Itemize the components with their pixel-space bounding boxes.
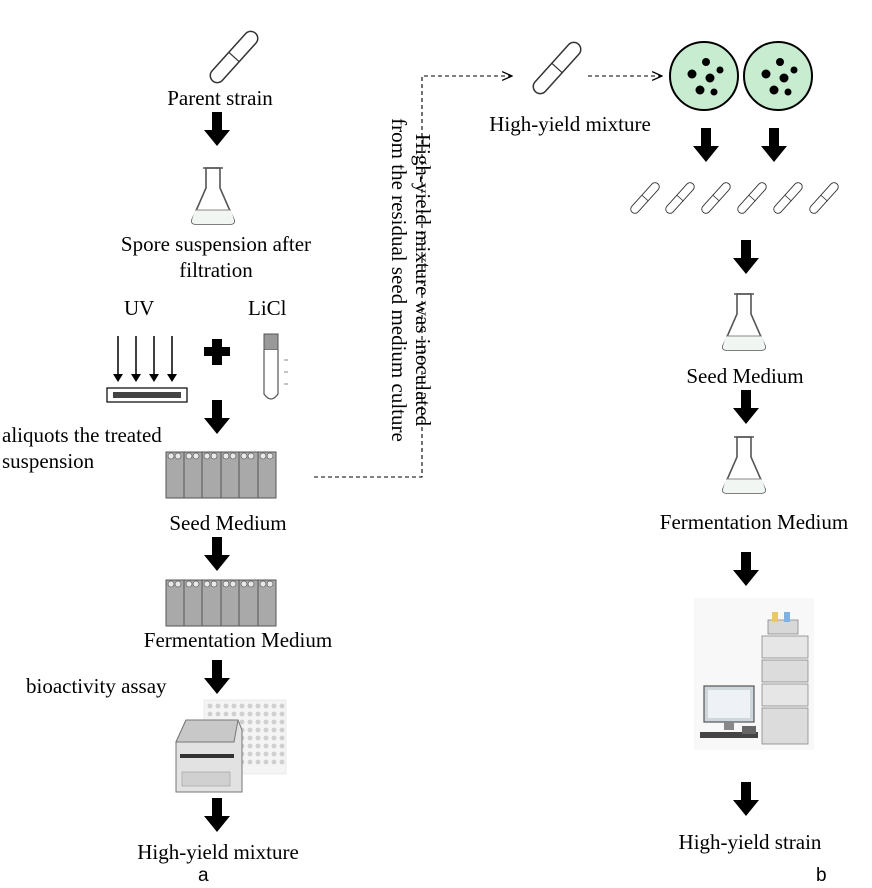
seed-flask [722, 293, 766, 351]
microplate-well [279, 751, 285, 757]
fermentation-medium-label-b: Fermentation Medium [659, 510, 849, 534]
arrow-a-3 [204, 537, 230, 571]
arrow-b-2 [761, 128, 787, 162]
microplate-well [247, 735, 253, 741]
microplate-well [263, 743, 269, 749]
uv-label: UV [124, 296, 155, 320]
microplate-well [231, 711, 237, 717]
microplate-well [279, 759, 285, 765]
bioactivity-assay-label: bioactivity assay [26, 674, 167, 698]
microplate-well [271, 711, 277, 717]
aliquots-label-2: suspension [2, 449, 95, 473]
microplate-well [271, 735, 277, 741]
dashed-connector [314, 76, 512, 478]
connector-caption-line-2: from the residual seed medium culture [387, 118, 411, 442]
microplate-well [263, 719, 269, 725]
seed-medium-label-a: Seed Medium [169, 511, 287, 535]
arrow-b-4 [733, 390, 759, 424]
microplate-well [271, 727, 277, 733]
microplate-well [247, 751, 253, 757]
aliquots-label-1: aliquots the treated [2, 423, 162, 447]
microplate-well [239, 711, 245, 717]
arrow-a-4 [204, 660, 230, 694]
microplate-well [263, 751, 269, 757]
plus-icon [204, 339, 230, 365]
microplate-well [255, 759, 261, 765]
uv-lamp-icon [106, 336, 188, 403]
fermentation-medium-rack [165, 579, 277, 627]
microplate-well [207, 703, 213, 709]
fermentation-flask [722, 436, 766, 494]
microplate-well [215, 703, 221, 709]
high-yield-mixture-label-b: High-yield mixture [489, 112, 651, 136]
connector-caption-line-1: High-yield mixture was inoculated [411, 133, 435, 427]
microplate-well [271, 751, 277, 757]
microplate-well [207, 711, 213, 717]
microplate-well [279, 727, 285, 733]
microplate-well [239, 703, 245, 709]
plate-reader-icon [175, 699, 287, 793]
parent-strain-label: Parent strain [167, 86, 273, 110]
microplate-well [247, 743, 253, 749]
microplate-well [231, 703, 237, 709]
fermentation-medium-label-a: Fermentation Medium [143, 628, 333, 652]
panel-a-label: a [198, 865, 209, 886]
microplate-well [255, 727, 261, 733]
arrow-b-5 [733, 552, 759, 586]
microplate-well [255, 719, 261, 725]
arrow-a-2 [204, 400, 230, 434]
licl-tube-icon [263, 333, 288, 400]
microplate-well [223, 703, 229, 709]
microplate-well [263, 711, 269, 717]
high-yield-strain-label: High-yield strain [678, 830, 822, 854]
microplate-well [263, 735, 269, 741]
microplate-well [247, 719, 253, 725]
microplate-well [279, 743, 285, 749]
microplate-well [271, 703, 277, 709]
arrow-b-6 [733, 782, 759, 816]
culture-tubes-row [628, 180, 841, 216]
microplate-well [263, 703, 269, 709]
spore-suspension-label-1: Spore suspension after [120, 232, 312, 256]
licl-label: LiCl [248, 296, 287, 320]
microplate-well [255, 743, 261, 749]
microplate-well [271, 759, 277, 765]
seed-medium-rack [165, 451, 277, 499]
connector-caption: High-yield mixture was inoculated from t… [375, 100, 447, 460]
microplate-well [271, 743, 277, 749]
high-yield-tube [529, 38, 585, 98]
petri-dish-icon [669, 41, 813, 111]
arrow-a-5 [204, 798, 230, 832]
microplate-well [215, 711, 221, 717]
microplate-well [247, 703, 253, 709]
spore-flask [191, 167, 235, 225]
microplate-well [255, 751, 261, 757]
microplate-well [255, 711, 261, 717]
microplate-well [279, 719, 285, 725]
microplate-well [279, 711, 285, 717]
microplate-well [247, 711, 253, 717]
arrow-a-1 [204, 112, 230, 146]
microplate-well [247, 727, 253, 733]
microplate-well [279, 735, 285, 741]
microplate-well [247, 759, 253, 765]
spore-suspension-label-2: filtration [179, 258, 253, 282]
seed-medium-label-b: Seed Medium [686, 364, 804, 388]
hplc-system-icon [694, 598, 814, 750]
panel-b-label: b [816, 865, 827, 886]
microplate-well [263, 759, 269, 765]
microplate-well [279, 703, 285, 709]
microplate-well [271, 719, 277, 725]
arrow-b-1 [693, 128, 719, 162]
microplate-well [255, 735, 261, 741]
high-yield-mixture-label-a: High-yield mixture [137, 840, 299, 864]
arrow-b-3 [733, 240, 759, 274]
microplate-well [223, 711, 229, 717]
microplate-well [255, 703, 261, 709]
microplate-well [263, 727, 269, 733]
microplate-well [239, 719, 245, 725]
parent-strain-tube [206, 27, 262, 87]
